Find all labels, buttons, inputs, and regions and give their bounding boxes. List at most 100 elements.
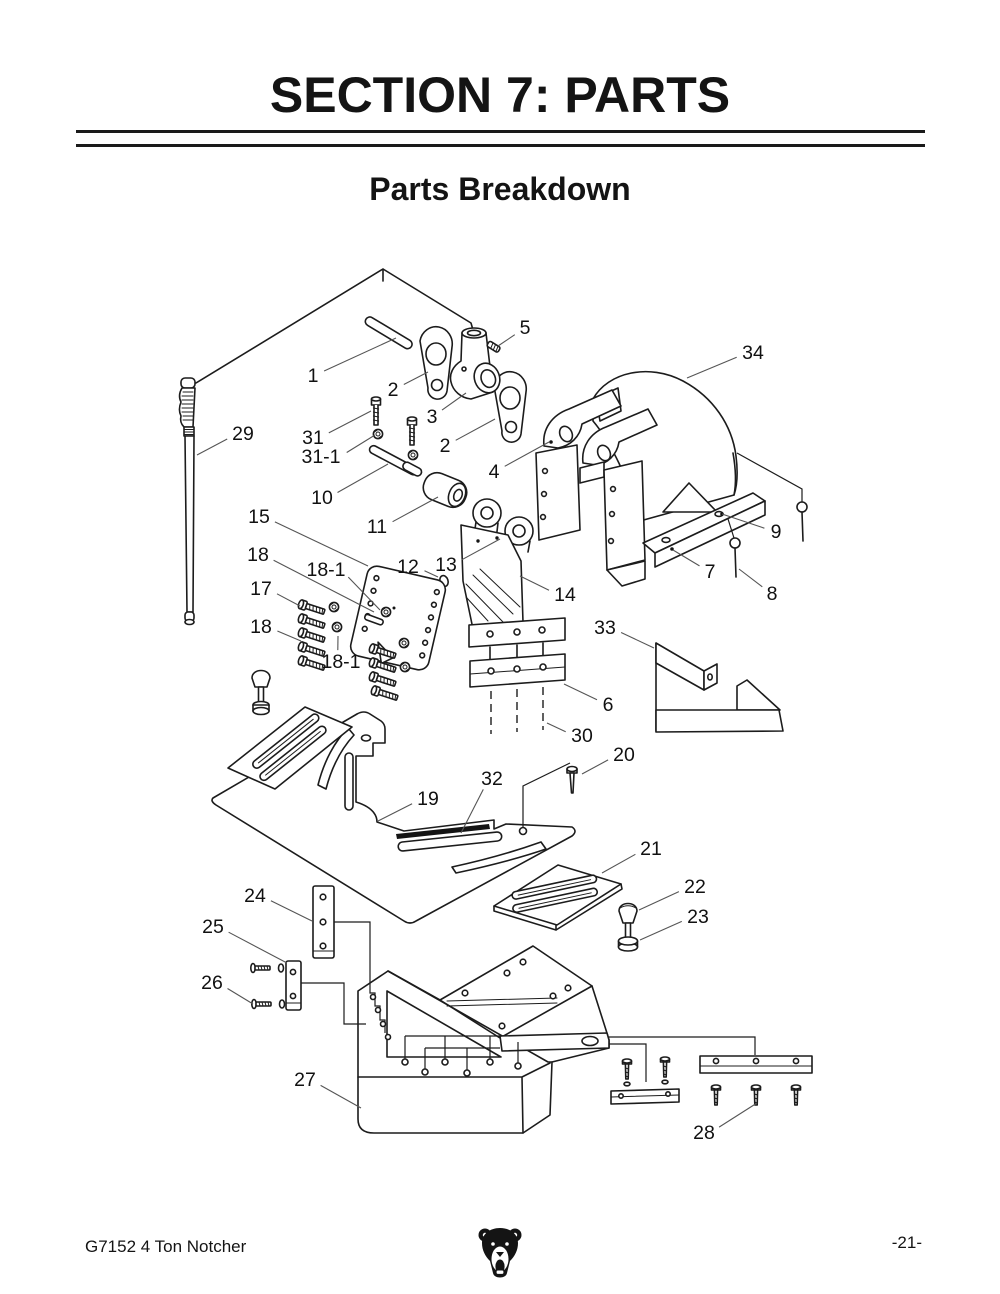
leader-line-27 — [320, 1084, 362, 1109]
handle-part — [178, 377, 196, 626]
roller-part — [422, 471, 468, 509]
leader-line-17 — [276, 593, 301, 607]
leader-line-8 — [738, 568, 763, 588]
frame-outline — [195, 268, 474, 384]
callout-label-4: 4 — [489, 461, 500, 483]
leader-line-25 — [228, 931, 288, 964]
callout-label-10: 10 — [311, 487, 333, 509]
callout-label-11: 11 — [367, 516, 387, 538]
callout-label-2: 2 — [388, 379, 399, 401]
callout-label-18: 18 — [250, 616, 272, 638]
leader-line-18 — [277, 630, 302, 642]
callout-label-14: 14 — [554, 584, 576, 606]
leader-line-31-1 — [346, 434, 376, 453]
callout-label-17: 17 — [250, 578, 272, 600]
leader-line-32 — [460, 789, 484, 834]
callout-label-19: 19 — [417, 788, 439, 810]
leader-line-6 — [563, 683, 598, 701]
callout-label-31: 31 — [302, 427, 324, 449]
leader-line-24 — [270, 900, 313, 922]
leader-line-22 — [638, 891, 680, 911]
grizzly-bear-icon — [478, 1228, 522, 1278]
footer-model-text: G7152 4 Ton Notcher — [85, 1237, 247, 1256]
pivot-rod-part — [368, 444, 423, 477]
leader-line-18 — [273, 559, 375, 613]
callout-label-28: 28 — [693, 1122, 715, 1144]
callout-label-15: 15 — [248, 506, 270, 528]
cover-plate-left — [227, 706, 353, 790]
callout-label-5: 5 — [520, 317, 531, 339]
leader-line-23 — [639, 920, 683, 941]
leader-line-11 — [392, 496, 439, 523]
callout-label-33: 33 — [594, 617, 616, 639]
leader-line-29 — [196, 438, 228, 456]
callout-label-9: 9 — [771, 521, 782, 543]
page-subtitle: Parts Breakdown — [369, 171, 631, 207]
leader-line-5 — [497, 334, 516, 347]
callout-label-18: 18 — [247, 544, 269, 566]
cover-plate-right — [493, 864, 623, 931]
mounting-bracket-small — [285, 960, 366, 1025]
leader-line-3 — [441, 392, 467, 411]
callout-label-25: 25 — [202, 916, 224, 938]
callout-label-20: 20 — [613, 744, 635, 766]
leader-line-14 — [519, 575, 550, 591]
leader-line-12 — [424, 570, 439, 578]
leader-line-15 — [274, 521, 369, 567]
clamp-bar-left — [610, 1056, 680, 1105]
die-plate-part — [349, 565, 447, 671]
callout-label-26: 26 — [201, 972, 223, 994]
callout-label-27: 27 — [294, 1069, 316, 1091]
leader-line-10 — [337, 463, 389, 493]
callout-label-2: 2 — [440, 435, 451, 457]
footer-page-number: -21- — [891, 1233, 922, 1252]
leader-line-13 — [461, 538, 501, 561]
washer-part — [617, 936, 639, 952]
knob-part — [618, 902, 638, 941]
leader-line-20 — [581, 759, 609, 775]
leader-line-18-1 — [347, 576, 381, 611]
leader-line-4 — [504, 441, 550, 467]
callout-label-24: 24 — [244, 885, 266, 907]
leader-line-9 — [721, 513, 765, 529]
leader-line-30 — [546, 722, 566, 733]
leader-line-34 — [686, 356, 737, 379]
link-plate-upper — [419, 325, 454, 400]
callout-label-18-1: 18-1 — [321, 651, 360, 673]
callout-label-21: 21 — [640, 838, 662, 860]
link-plate-lower — [493, 370, 528, 443]
leader-line-28 — [718, 1102, 758, 1128]
leader-line-33 — [620, 632, 655, 649]
base-stand-part — [357, 945, 756, 1134]
elbow-fitting-part — [449, 327, 501, 400]
callout-label-29: 29 — [232, 423, 254, 445]
callout-label-23: 23 — [687, 906, 709, 928]
callout-label-34: 34 — [742, 342, 764, 364]
callout-label-1: 1 — [308, 365, 319, 387]
leader-line-7 — [672, 549, 700, 567]
slide-bracket-part — [460, 498, 566, 734]
leader-line-1 — [323, 337, 397, 372]
callout-label-30: 30 — [571, 725, 593, 747]
leader-line-2 — [403, 371, 429, 385]
callout-label-8: 8 — [767, 583, 778, 605]
callout-label-3: 3 — [427, 406, 438, 428]
callout-label-22: 22 — [684, 876, 706, 898]
leader-line-2 — [455, 418, 496, 441]
callout-label-32: 32 — [481, 768, 503, 790]
flat-screws — [250, 962, 286, 1010]
pin-part — [364, 316, 413, 350]
leader-line-19 — [377, 803, 413, 822]
deflector-bracket-part — [655, 642, 784, 733]
mounting-bracket-tall — [312, 885, 392, 1041]
section-title: SECTION 7: PARTS — [269, 67, 731, 123]
set-screw-part — [486, 340, 501, 353]
title-divider — [76, 130, 925, 147]
main-housing-part — [535, 370, 808, 587]
leader-line-21 — [601, 853, 636, 874]
callout-label-7: 7 — [705, 561, 716, 583]
callout-label-31-1: 31-1 — [301, 446, 340, 468]
